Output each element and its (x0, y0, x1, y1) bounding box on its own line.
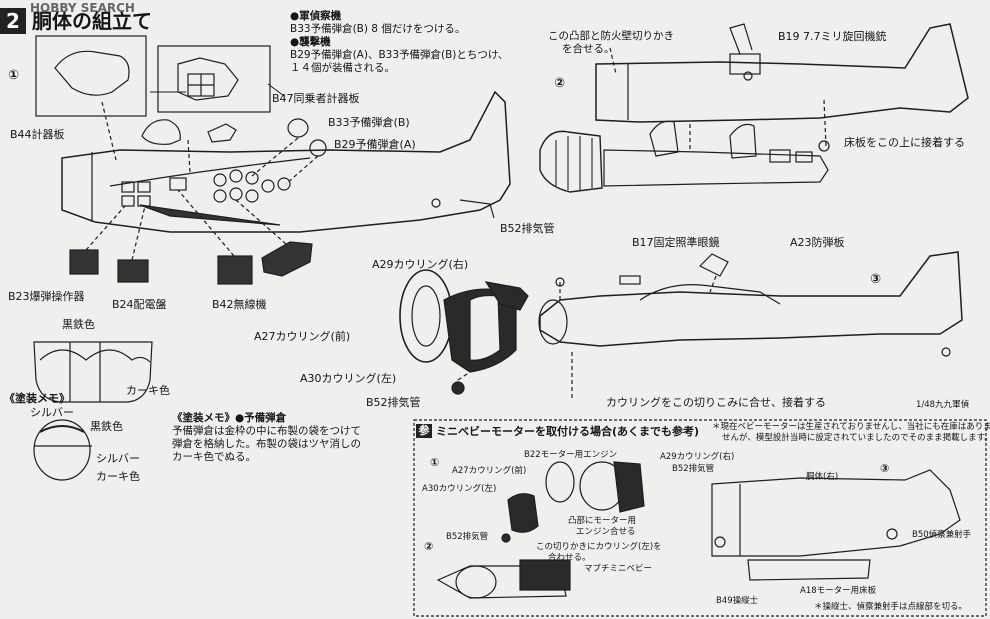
motor-fit-1: 凸部にモーター用 (568, 516, 637, 526)
bump-note-line-2: を合せる。 (562, 43, 615, 55)
inset-box-rear-panel (157, 45, 271, 113)
memo1-silver: シルバー (30, 406, 74, 419)
motor-label-a29: A29カウリング(右) (660, 452, 735, 462)
motor-label-a18: A18モーター用床板 (800, 586, 877, 596)
attack-body-2: １４個が装備される。 (290, 62, 395, 74)
label-a23: A23防弾板 (790, 236, 845, 249)
section-title: 胴体の組立て (32, 9, 152, 33)
fuselage-step3 (539, 251, 963, 347)
memo2-khaki: カーキ色 (96, 470, 140, 483)
motor-label-b22: B22モーター用エンジン (524, 450, 618, 460)
bump-note-line-1: この凸部と防火壁切りかき (548, 30, 674, 42)
inset-box-instrument-panel (35, 35, 147, 117)
motor-cut-1: この切りかきにカウリング(左)を (536, 542, 662, 552)
fuselage-step2 (595, 23, 969, 123)
step-number-badge: 2 (0, 8, 26, 34)
spare-mag-title: 《塗装メモ》●予備弾倉 (172, 412, 287, 424)
motor-reference-box (413, 419, 987, 617)
recon-body: B33予備弾倉(B) 8 個だけをつける。 (290, 23, 466, 35)
memo2-black-iron: 黒鉄色 (90, 420, 123, 433)
label-b17: B17固定照準眼鏡 (632, 236, 720, 249)
motor-box-title: ミニベビーモーターを取付ける場合(あくまでも参考) (436, 425, 700, 438)
memo1-khaki: カーキ色 (126, 384, 170, 397)
label-cowl-note: カウリングをこの切りこみに合せ、接着する (606, 396, 826, 409)
label-b47: B47同乗者計器板 (272, 92, 360, 105)
memo1-black-iron: 黒鉄色 (62, 318, 95, 331)
label-b44: B44計器板 (10, 128, 65, 141)
fuselage-step1 (61, 90, 511, 233)
motor-fit-2: エンジン合せる (576, 527, 636, 537)
motor-label-b50: B50偵察兼射手 (912, 530, 972, 540)
step-marker-3: ③ (870, 272, 882, 287)
motor-step-3: ③ (880, 462, 890, 475)
label-b42: B42無線機 (212, 298, 267, 311)
label-b24: B24配電盤 (112, 298, 167, 311)
motor-step-1: ① (430, 456, 440, 469)
spare-mag-body-3: カーキ色でぬる。 (172, 451, 256, 463)
motor-box-note-2: せんが、模型設計当時に設定されていましたのでそのまま掲載します。 (722, 433, 990, 443)
step-marker-1: ① (8, 68, 20, 83)
motor-cut-2: 合わせる。 (548, 553, 591, 563)
label-scale: 1/48九九軍偵 (916, 400, 970, 410)
memo1-title: 《塗装メモ》 (4, 392, 70, 405)
label-floor: 床板をこの上に接着する (844, 136, 965, 149)
motor-label-b49: B49操縦士 (716, 596, 759, 606)
motor-label-fuselage-r: 胴体(右) (806, 472, 839, 482)
watermark: HOBBY SEARCH (30, 1, 135, 15)
cowling-front-a27 (399, 269, 453, 363)
recon-title: ●軍偵察機 (290, 10, 342, 22)
spare-mag-body-2: 弾倉を格納した。布製の袋はツヤ消しの (172, 438, 361, 450)
motor-crew-note: ＊操縦士、偵察兼射手は点線部を切る。 (814, 602, 968, 612)
label-a27: A27カウリング(前) (254, 330, 351, 343)
motor-label-a27: A27カウリング(前) (452, 466, 527, 476)
motor-box-note-1: ＊現在ベビーモーターは生産されておりませんし、当社にも在庫はありま (712, 422, 990, 432)
spare-mag-body-1: 予備弾倉は金枠の中に布製の袋をつけて (172, 425, 361, 437)
label-b52-top: B52排気管 (500, 222, 555, 235)
memo2-silver: シルバー (96, 452, 140, 465)
cowling-right-a29 (484, 281, 529, 311)
step2-bump-note: この凸部と防火壁切りかき を合せる。 (548, 30, 674, 56)
motor-step-2: ② (424, 540, 434, 553)
label-a30: A30カウリング(左) (300, 372, 397, 385)
label-b52-bottom: B52排気管 (366, 396, 421, 409)
motor-label-mabuchi: マブチミニベビー (584, 564, 653, 574)
motor-label-a30: A30カウリング(左) (422, 484, 497, 494)
step-marker-2: ② (554, 76, 566, 91)
label-a29: A29カウリング(右) (372, 258, 469, 271)
motor-box-badge: 参 (416, 424, 432, 438)
motor-label-b52b: B52排気管 (446, 532, 489, 542)
spare-mag-memo: 《塗装メモ》●予備弾倉 予備弾倉は金枠の中に布製の袋をつけて 弾倉を格納した。布… (172, 412, 361, 464)
label-b33: B33予備弾倉(B) (328, 116, 410, 129)
attack-body-1: B29予備弾倉(A)、B33予備弾倉(B)とちつけ、 (290, 49, 509, 61)
label-b19: B19 7.7ミリ旋回機銃 (778, 30, 887, 43)
motor-label-b52a: B52排気管 (672, 464, 715, 474)
attack-title: ●襲撃機 (290, 36, 331, 48)
label-b29: B29予備弾倉(A) (334, 138, 416, 151)
label-b23: B23爆弾操作器 (8, 290, 85, 303)
recon-notes: ●軍偵察機 B33予備弾倉(B) 8 個だけをつける。 ●襲撃機 B29予備弾倉… (290, 10, 508, 75)
